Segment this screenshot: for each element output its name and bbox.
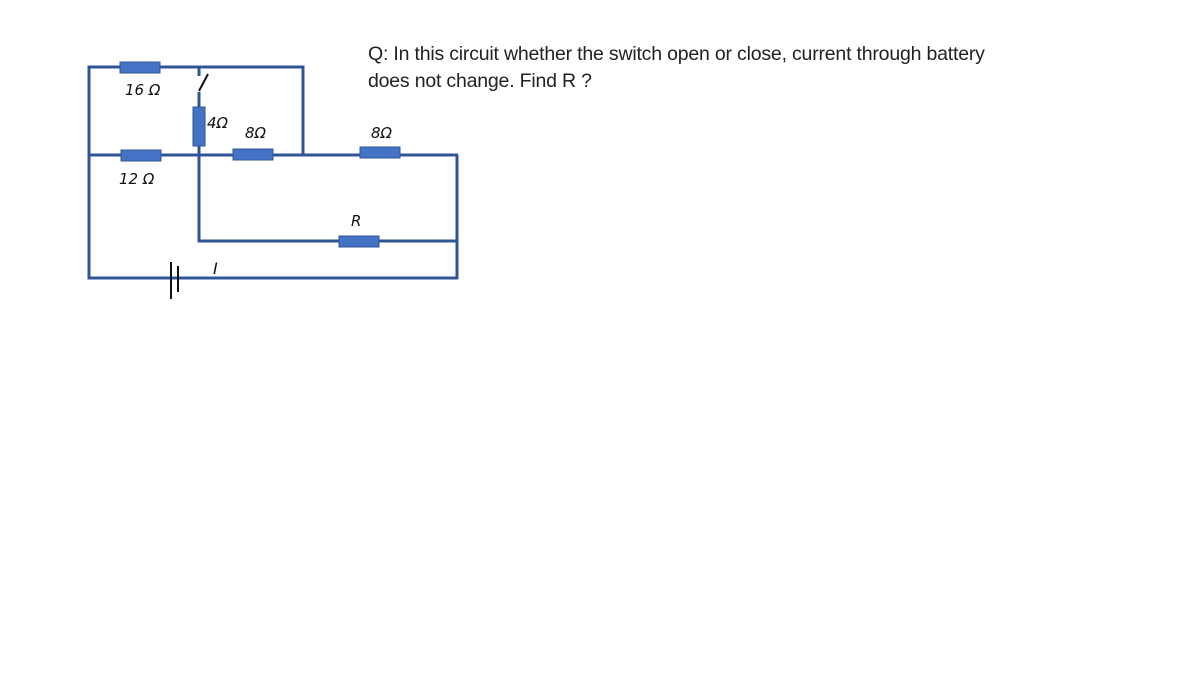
label-8-ohm-right: 8Ω [371,124,393,142]
resistor-16-ohm [119,61,161,74]
resistor-8-ohm-right [359,146,401,159]
label-r: R [351,212,361,230]
wire-r-branch [197,155,457,243]
question-text: Q: In this circuit whether the switch op… [368,41,1088,95]
label-8-ohm-left: 8Ω [245,124,267,142]
battery-icon [170,262,179,299]
resistor-8-ohm-left [232,148,274,161]
label-4-ohm: 4Ω [207,114,229,132]
resistor-12-ohm [120,149,162,162]
label-16-ohm: 16 Ω [125,81,161,99]
label-12-ohm: 12 Ω [119,170,155,188]
question-line-2: does not change. Find R ? [368,70,592,92]
resistor-r [338,235,380,248]
resistor-4-ohm [192,106,206,147]
switch-blade[interactable] [198,73,209,92]
question-line-1: Q: In this circuit whether the switch op… [368,43,985,65]
current-mark: I [213,259,218,278]
wire-top-loop [87,65,305,155]
wire-bottom [87,155,458,280]
